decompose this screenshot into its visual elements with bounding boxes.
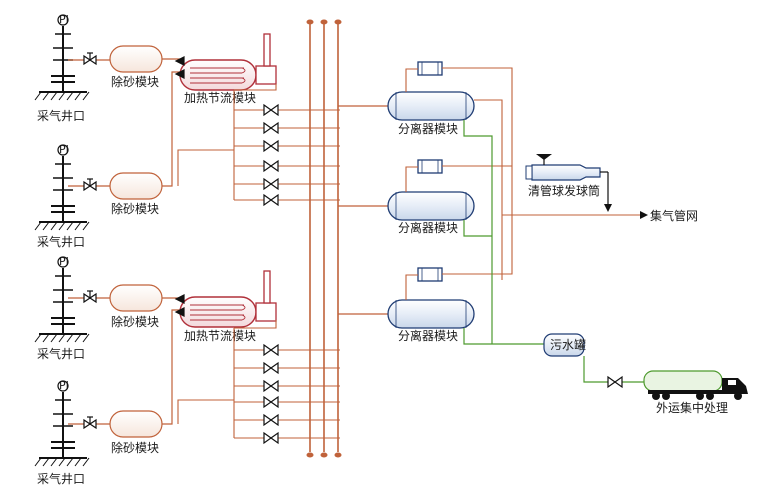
choke-valve-7[interactable]	[263, 344, 279, 356]
heater-module-1	[179, 33, 277, 91]
separator-label-2: 分离器模块	[398, 220, 458, 235]
gauge-label-3: PI	[59, 255, 69, 268]
desander-bypass-lines	[177, 149, 234, 424]
sewage-tank-label: 污水罐	[550, 338, 586, 352]
heater-inlet-arrows	[174, 56, 185, 317]
desander-label-1: 除砂模块	[111, 74, 159, 89]
desander-label-4: 除砂模块	[111, 440, 159, 455]
well-head-label-4: 采气井口	[37, 471, 85, 486]
choke-valve-11[interactable]	[263, 414, 279, 426]
separator-water-lines	[463, 120, 644, 383]
choke-valve-6[interactable]	[263, 194, 279, 206]
choke-valve-1[interactable]	[263, 104, 279, 116]
well-head-2	[34, 144, 90, 231]
header-pipes	[309, 24, 339, 452]
desander-to-heater-lines	[162, 58, 180, 425]
desander-1	[109, 45, 163, 73]
desander-3	[109, 284, 163, 312]
gauge-label-4: PI	[59, 379, 69, 392]
gas-network-arrow	[640, 211, 648, 219]
well-valve-3[interactable]	[83, 290, 97, 303]
choke-valve-9[interactable]	[263, 380, 279, 392]
well-valve-1[interactable]	[83, 52, 97, 65]
separator-label-1: 分离器模块	[398, 121, 458, 136]
manifold-lines	[233, 84, 340, 439]
heater-label-2: 加热节流模块	[184, 329, 256, 343]
desander-label-3: 除砂模块	[111, 314, 159, 329]
desander-2	[109, 172, 163, 200]
choke-valve-4[interactable]	[263, 160, 279, 172]
sewage-outlet-valve[interactable]	[607, 376, 623, 388]
choke-valve-10[interactable]	[263, 396, 279, 408]
separator-label-3: 分离器模块	[398, 328, 458, 343]
well-head-label-1: 采气井口	[37, 108, 85, 123]
well-valve-2[interactable]	[83, 178, 97, 191]
gas-network-label: 集气管网	[650, 208, 698, 223]
pig-launcher-label: 清管球发球筒	[528, 183, 600, 198]
choke-valve-3[interactable]	[263, 140, 279, 152]
well-valve-4[interactable]	[83, 416, 97, 429]
choke-valve-8[interactable]	[263, 362, 279, 374]
gauge-label-2: PI	[59, 143, 69, 156]
tanker-truck	[643, 370, 748, 400]
well-head-label-2: 采气井口	[37, 234, 85, 249]
choke-valve-5[interactable]	[263, 178, 279, 190]
desander-label-2: 除砂模块	[111, 201, 159, 216]
heater-label-1: 加热节流模块	[184, 91, 256, 105]
well-head-1	[34, 14, 90, 101]
separator-gas-lines	[405, 67, 640, 300]
pig-launcher	[525, 154, 612, 212]
header-pipe-caps	[306, 19, 342, 458]
well-head-3	[34, 256, 90, 343]
choke-valve-2[interactable]	[263, 122, 279, 134]
separator-module-3	[387, 267, 475, 329]
heater-module-2	[179, 270, 277, 328]
choke-valve-12[interactable]	[263, 432, 279, 444]
truck-label: 外运集中处理	[656, 400, 728, 415]
separator-module-1	[387, 61, 475, 121]
separator-module-2	[387, 159, 475, 221]
well-head-label-3: 采气井口	[37, 346, 85, 361]
desander-4	[109, 410, 163, 438]
sewage-tank	[543, 333, 585, 357]
header-to-separator-lines	[338, 105, 388, 315]
gauge-label-1: PI	[59, 13, 69, 26]
